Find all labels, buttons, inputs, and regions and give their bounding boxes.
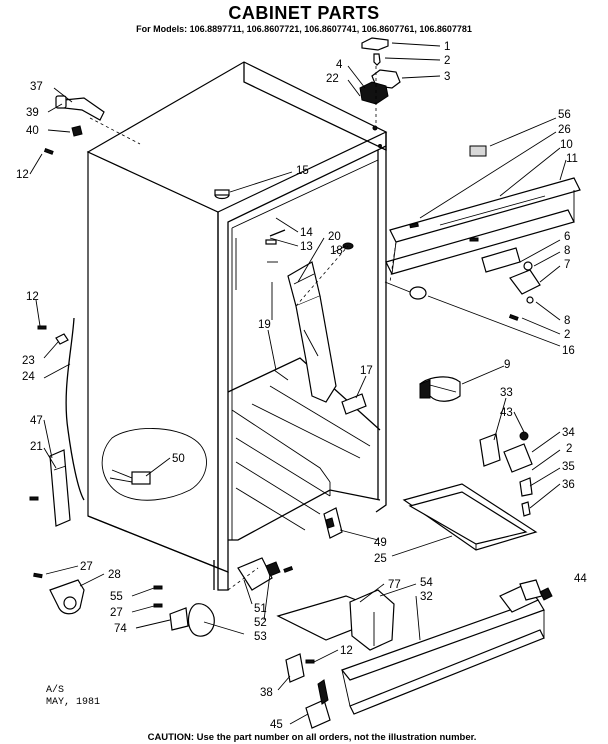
callout-47: 47 [30,415,43,427]
damper-part-9 [419,376,461,402]
right-rail [384,177,581,321]
callout-1: 1 [444,41,450,53]
callout-52: 52 [254,617,267,629]
callout-21: 21 [30,441,43,453]
callout-2-rail: 2 [564,329,570,341]
top-hinge-assembly [359,37,401,105]
callout-2: 2 [444,55,450,67]
callout-28: 28 [108,569,121,581]
callout-11: 11 [566,153,578,165]
small-bottom-parts [285,653,331,729]
callout-24: 24 [22,371,35,383]
callout-4: 4 [336,59,343,71]
callout-77: 77 [388,579,401,591]
callout-51: 51 [254,603,267,615]
left-side-parts [29,317,85,527]
bracket-49 [323,507,343,539]
callout-49: 49 [374,537,387,549]
revision-stamp-line1: A/S [46,684,64,696]
callout-37: 37 [30,81,43,93]
lower-left-parts [33,557,294,637]
revision-stamp-line2: MAY, 1981 [46,697,100,708]
handle-parts [55,95,105,137]
screw-12-top [43,148,54,155]
callout-40: 40 [26,125,39,137]
label-56 [469,145,487,157]
callout-35: 35 [562,461,575,473]
callout-22: 22 [326,73,339,85]
callout-27-mid: 27 [110,607,123,619]
callout-12-top: 12 [16,169,29,181]
callout-2-lower: 2 [566,443,572,455]
inner-door-hinge [265,229,367,415]
callout-6: 6 [564,231,570,243]
callout-44: 44 [574,573,587,585]
callout-20: 20 [328,231,341,243]
screw-near-rail [409,222,419,229]
callout-50: 50 [172,453,185,465]
callout-43: 43 [500,407,513,419]
callout-12-bottom: 12 [340,645,353,657]
callout-54: 54 [420,577,433,589]
callout-25: 25 [374,553,387,565]
callout-16: 16 [562,345,575,357]
callout-10: 10 [560,139,573,151]
callout-13: 13 [300,241,313,253]
model-list: For Models: 106.8897711, 106.8607721, 10… [136,24,472,34]
caution-note: CAUTION: Use the part number on all orde… [148,732,477,743]
callout-18: 18 [330,245,343,257]
callout-8-upper: 8 [564,245,570,257]
callout-17: 17 [360,365,373,377]
drip-pan [402,483,538,551]
callout-34: 34 [562,427,575,439]
callout-36: 36 [562,479,575,491]
callout-19: 19 [258,319,271,331]
callout-53: 53 [254,631,267,643]
callout-23: 23 [22,355,35,367]
screw-rail-14 [469,237,479,242]
callout-15: 15 [296,165,309,177]
callout-32: 32 [420,591,433,603]
callout-3: 3 [444,71,450,83]
lower-cover-parts [276,579,553,715]
callout-56: 56 [558,109,571,121]
callout-8-lower: 8 [564,315,570,327]
callout-55: 55 [110,591,123,603]
cabinet-body [86,61,388,591]
leader-lines [29,42,567,725]
diagram-title: CABINET PARTS [228,3,379,23]
callout-27-left: 27 [80,561,93,573]
callout-14: 14 [300,227,313,239]
callout-45: 45 [270,719,283,731]
callout-33: 33 [500,387,513,399]
callout-9: 9 [504,359,510,371]
explode-lines [89,66,397,591]
callout-numbers: 1 2 3 4 22 37 39 40 12 15 56 26 10 11 14… [16,41,587,731]
callout-26: 26 [558,124,571,136]
callout-74: 74 [114,623,127,635]
callout-38: 38 [260,687,273,699]
callout-12-left: 12 [26,291,39,303]
wiring-harness-cutout [101,428,207,501]
callout-39: 39 [26,107,39,119]
callout-7: 7 [564,259,570,271]
